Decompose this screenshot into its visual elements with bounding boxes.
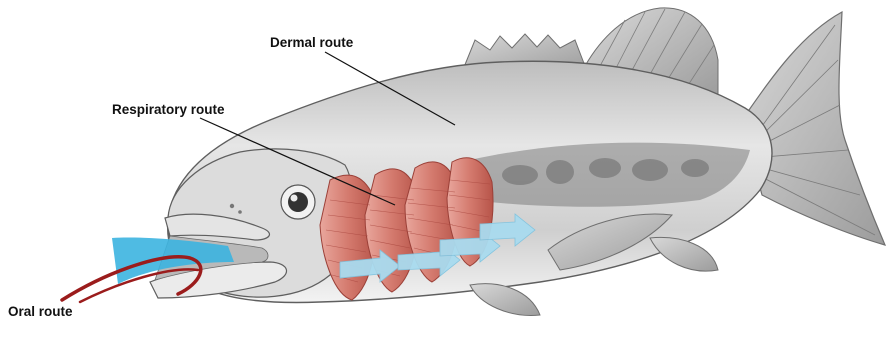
anal-fin xyxy=(650,237,718,271)
dermal-route-label: Dermal route xyxy=(270,35,353,50)
pelvic-fin xyxy=(470,284,540,316)
eye xyxy=(281,185,315,219)
oral-route-label: Oral route xyxy=(8,304,73,319)
respiratory-route-label: Respiratory route xyxy=(112,102,225,117)
